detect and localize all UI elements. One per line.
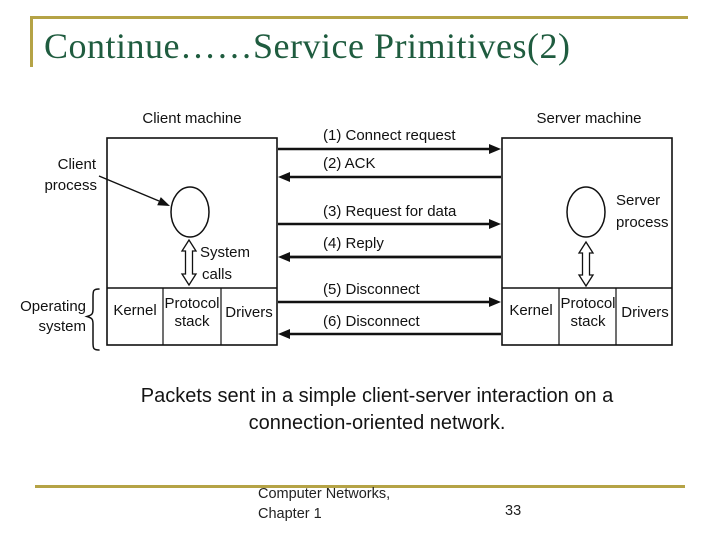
- client-process-label-line1: Client: [58, 156, 97, 173]
- title-accent-bar: [30, 16, 33, 67]
- footer-course: Computer Networks,: [258, 486, 391, 502]
- message-1-connect-request: (1) Connect request: [278, 127, 501, 154]
- client-machine-box: [106, 137, 278, 346]
- message-6-label: (6) Disconnect: [323, 313, 421, 330]
- figure-caption-line1: Packets sent in a simple client-server i…: [140, 385, 614, 407]
- message-2-label: (2) ACK: [323, 155, 376, 172]
- message-5-arrowhead-right: [489, 297, 501, 307]
- server-process-ellipse: [566, 186, 606, 238]
- message-3-request-for-data: (3) Request for data: [278, 203, 501, 229]
- client-system-calls-arrow: [180, 238, 198, 287]
- message-4-arrowhead-left: [278, 252, 290, 262]
- server-process-label-line1: Server: [616, 192, 660, 209]
- message-5-disconnect: (5) Disconnect: [278, 281, 501, 307]
- client-process-label-line2: process: [44, 177, 97, 194]
- message-1-arrowhead-right: [489, 144, 501, 154]
- client-kernel-label: Kernel: [113, 302, 156, 319]
- message-1-label: (1) Connect request: [323, 127, 456, 144]
- client-process-pointer-line: [98, 175, 160, 202]
- client-system-calls-line1: System: [200, 244, 250, 261]
- top-accent-rule: [30, 16, 688, 19]
- footer-chapter: Chapter 1: [258, 506, 322, 522]
- client-process-pointer-arrowhead: [157, 197, 170, 206]
- server-machine-box: [501, 137, 673, 346]
- message-5-label: (5) Disconnect: [323, 281, 421, 298]
- slide-page-number: 33: [505, 503, 522, 519]
- server-machine-label: Server machine: [536, 110, 641, 127]
- client-machine-label: Client machine: [142, 110, 241, 127]
- message-3-arrowhead-right: [489, 219, 501, 229]
- message-4-label: (4) Reply: [323, 235, 384, 252]
- client-protocol-label-line1: Protocol: [164, 295, 219, 312]
- message-6-arrowhead-left: [278, 329, 290, 339]
- server-system-calls-arrow: [577, 240, 595, 288]
- server-drivers-label: Drivers: [621, 304, 669, 321]
- footer-text: Computer Networks, Chapter 1: [258, 484, 390, 524]
- message-4-reply: (4) Reply: [278, 235, 501, 262]
- footer-accent-rule: [35, 485, 685, 488]
- server-kernel-label: Kernel: [509, 302, 552, 319]
- page-title: Continue……Service Primitives(2): [44, 26, 571, 66]
- server-process-label-line2: process: [616, 214, 669, 231]
- os-label-line2: system: [38, 318, 86, 335]
- client-protocol-label-line2: stack: [174, 313, 210, 330]
- network-diagram: Client machine Client process System cal…: [20, 110, 673, 351]
- os-brace: [84, 288, 100, 351]
- client-process-ellipse: [170, 186, 210, 238]
- figure-caption: Packets sent in a simple client-server i…: [34, 383, 720, 437]
- message-6-disconnect: (6) Disconnect: [278, 313, 501, 339]
- os-label-line1: Operating: [20, 298, 86, 315]
- message-2-arrowhead-left: [278, 172, 290, 182]
- client-system-calls-line2: calls: [202, 266, 232, 283]
- message-3-label: (3) Request for data: [323, 203, 457, 220]
- client-drivers-label: Drivers: [225, 304, 273, 321]
- server-protocol-label-line2: stack: [570, 313, 606, 330]
- figure-caption-line2: connection-oriented network.: [248, 412, 506, 434]
- message-2-ack: (2) ACK: [278, 155, 501, 182]
- server-protocol-label-line1: Protocol: [560, 295, 615, 312]
